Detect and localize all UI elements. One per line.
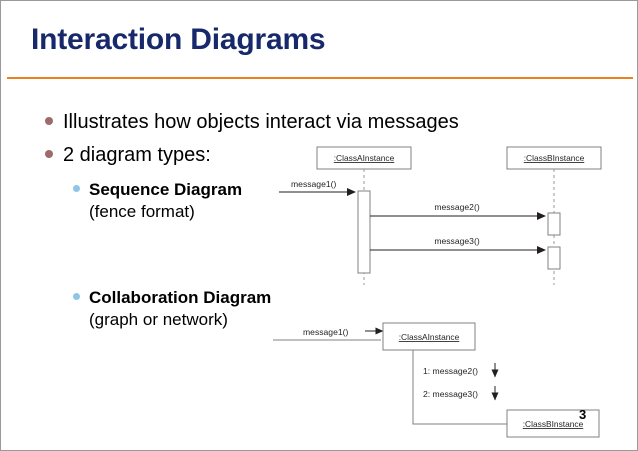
object-label-classa: :ClassAInstance	[399, 332, 460, 342]
lifeline-label-classa: :ClassAInstance	[334, 153, 395, 163]
collab-message-label-2: 1: message2()	[423, 366, 478, 376]
collab-message-label-1: message1()	[303, 327, 349, 337]
bullet-label: 2 diagram types:	[63, 144, 211, 166]
bullet-item-sequence-diagram: Sequence Diagram (fence format)	[73, 179, 242, 223]
object-label-classb: :ClassBInstance	[523, 419, 584, 429]
bullet-subtext: (graph or network)	[89, 310, 228, 329]
message-label-3: message3()	[434, 236, 480, 246]
object-box-classa	[382, 322, 476, 351]
bullet-item-collaboration-diagram: Collaboration Diagram (graph or network)	[73, 287, 271, 331]
slide-number: 3	[579, 407, 587, 422]
title-divider	[7, 77, 633, 79]
bullet-item-illustrates: Illustrates how objects interact via mes…	[45, 111, 459, 134]
collaboration-diagram: message1() :ClassAInstance 1: message2()…	[273, 322, 600, 438]
bullet-label: Illustrates how objects interact via mes…	[63, 111, 459, 133]
bullet-subtext: (fence format)	[89, 202, 195, 221]
bullet-heading: Collaboration Diagram	[89, 288, 272, 307]
lifeline-label-classb: :ClassBInstance	[524, 153, 585, 163]
bullet-dot-icon	[45, 116, 53, 125]
bullet-dot-icon	[73, 185, 80, 193]
object-link-path	[412, 350, 507, 425]
sequence-diagram: :ClassAInstance :ClassBInstance message1…	[279, 146, 602, 285]
activation-bar-classb-1	[547, 212, 561, 236]
object-box-classb	[506, 409, 600, 438]
bullet-item-diagram-types: 2 diagram types:	[45, 144, 211, 167]
message-label-2: message2()	[434, 202, 480, 212]
bullet-dot-icon	[73, 293, 80, 301]
activation-bar-classb-2	[547, 246, 561, 270]
collab-message-label-3: 2: message3()	[423, 389, 478, 399]
bullet-heading: Sequence Diagram	[89, 180, 243, 199]
page-title: Interaction Diagrams	[31, 23, 326, 56]
message-label-1: message1()	[291, 179, 337, 189]
activation-bar-classa	[357, 190, 371, 274]
bullet-dot-icon	[45, 149, 53, 158]
